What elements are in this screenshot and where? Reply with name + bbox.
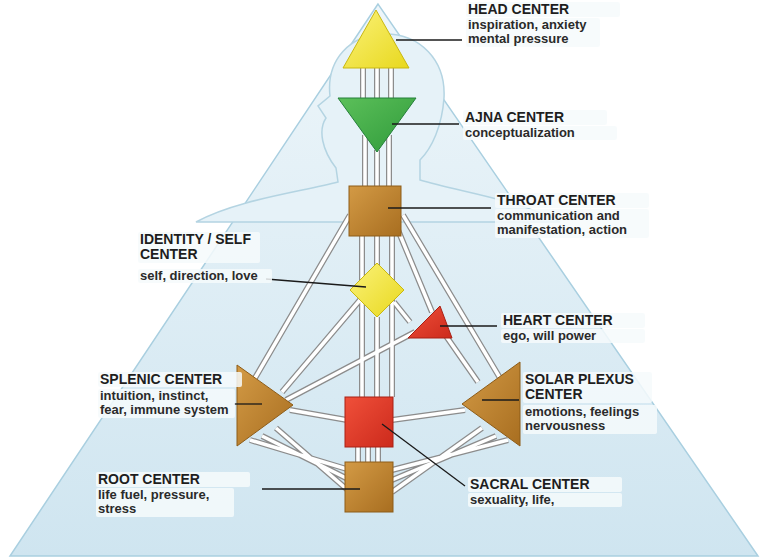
leader-line	[234, 403, 262, 404]
center-name: HEART CENTER	[501, 313, 645, 328]
center-name: THROAT CENTER	[495, 193, 649, 208]
leader-line	[440, 325, 497, 326]
splenic-center-shape	[237, 365, 293, 446]
solar-plexus-center-shape	[462, 362, 520, 446]
center-description: life fuel, pressure, stress	[96, 488, 234, 517]
center-name: ROOT CENTER	[96, 472, 250, 487]
leader-line	[388, 207, 491, 208]
center-name: HEAD CENTER	[466, 2, 620, 17]
throat-center-shape	[349, 186, 401, 236]
leader-line	[396, 39, 462, 40]
center-description: inspiration, anxiety mental pressure	[466, 18, 600, 47]
center-description: emotions, feelings nervousness	[523, 405, 657, 434]
identity-center-shape	[350, 263, 404, 317]
leader-line	[392, 123, 459, 124]
center-description: intuition, instinct, fear, immune system	[98, 389, 235, 418]
center-description: sexuality, life,	[468, 493, 622, 507]
center-name: SPLENIC CENTER	[98, 372, 242, 387]
leader-line	[482, 399, 519, 400]
leader-line	[266, 279, 366, 287]
center-name: IDENTITY / SELF CENTER	[138, 232, 260, 263]
center-name: SACRAL CENTER	[468, 477, 622, 492]
leader-line	[262, 488, 360, 489]
ajna-center-shape	[338, 98, 416, 152]
heart-center-shape	[408, 306, 452, 338]
sacral-center-shape	[345, 397, 393, 447]
center-name: SOLAR PLEXUS CENTER	[523, 372, 652, 403]
center-description: self, direction, love	[138, 269, 272, 283]
leader-lines	[234, 40, 519, 489]
center-description: ego, will power	[501, 329, 645, 343]
center-description: conceptualization	[463, 126, 617, 140]
root-center-shape	[345, 462, 393, 512]
background-triangle	[10, 4, 758, 556]
center-description: communication and manifestation, action	[495, 209, 649, 238]
head-center-shape	[343, 10, 409, 68]
leader-line	[382, 424, 465, 486]
center-name: AJNA CENTER	[463, 110, 607, 125]
